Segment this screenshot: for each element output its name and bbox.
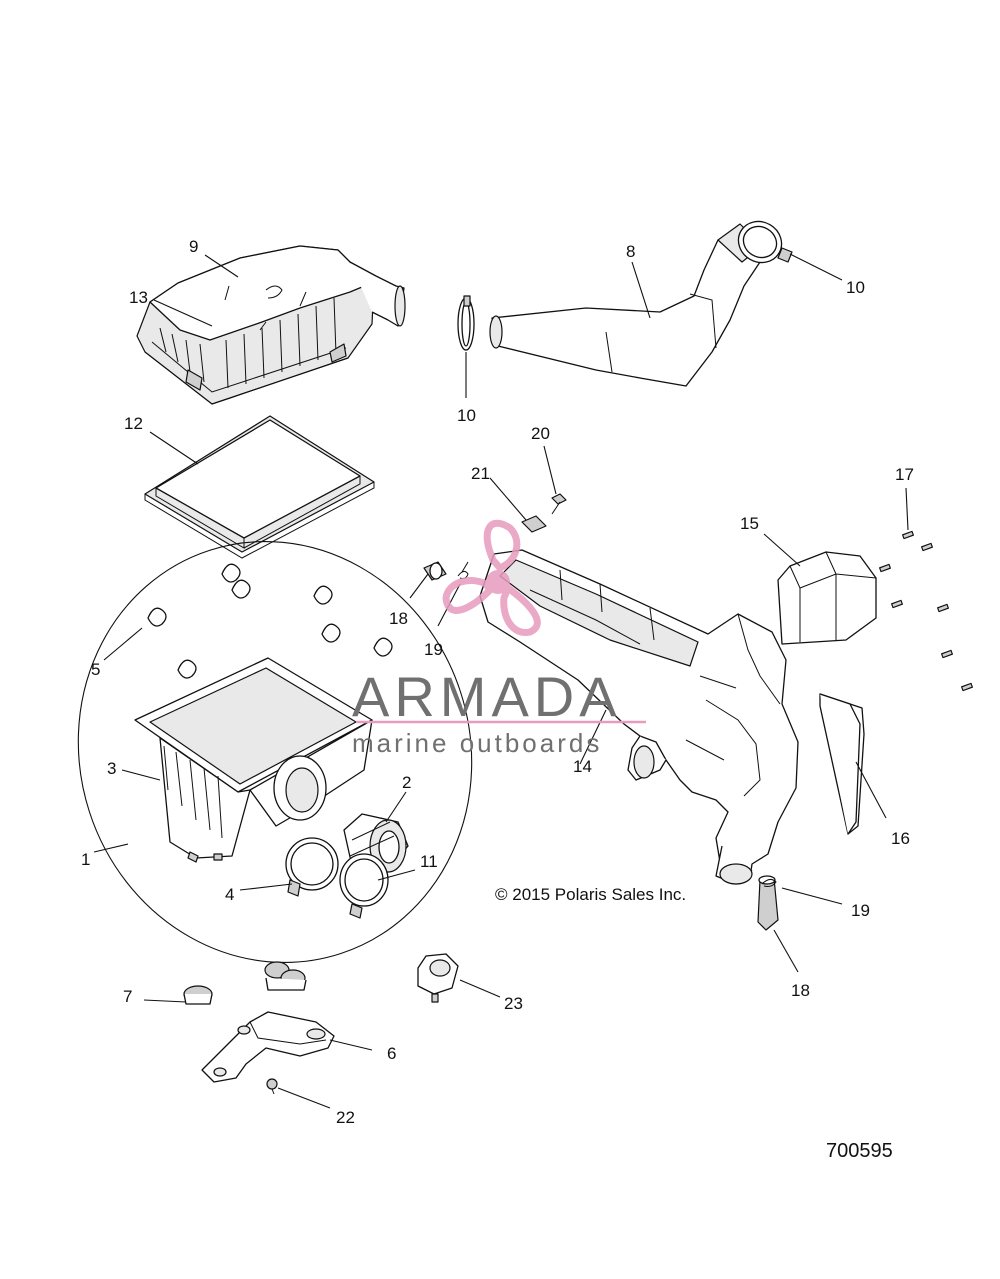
duct-clamps (457, 220, 793, 351)
callout-22: 22 (336, 1108, 355, 1127)
diagram-number: 700595 (826, 1140, 893, 1162)
screw-20 (551, 493, 567, 515)
airbox-base (134, 657, 373, 863)
callout-6: 6 (387, 1044, 396, 1063)
callout-19-upper: 19 (424, 640, 443, 659)
callout-19-lower: 19 (851, 901, 870, 920)
air-filter (144, 415, 375, 559)
callout-3: 3 (107, 759, 116, 778)
clip-19-upper (457, 561, 469, 579)
copyright-text: © 2015 Polaris Sales Inc. (495, 885, 686, 904)
filter-panel (819, 693, 865, 835)
nut-21 (521, 515, 547, 533)
fitting-18-upper (423, 561, 447, 581)
callout-23: 23 (504, 994, 523, 1013)
callout-2: 2 (402, 773, 411, 792)
callout-10-right: 10 (846, 278, 865, 297)
leader-lines (93, 253, 909, 1109)
callout-21: 21 (471, 464, 490, 483)
callout-13: 13 (129, 288, 148, 307)
callout-11: 11 (420, 852, 438, 871)
mount-23 (417, 953, 459, 1003)
filter-clips (147, 563, 393, 695)
screws-17 (879, 530, 973, 692)
rubber-grommets (183, 961, 307, 1005)
hose-clamps (285, 837, 389, 919)
airbox-kit-outline (77, 541, 473, 963)
callout-16: 16 (891, 829, 910, 848)
intake-plenum (479, 549, 799, 885)
callout-18-lower: 18 (791, 981, 810, 1000)
callout-7: 7 (123, 987, 132, 1006)
clip-19-lower (761, 878, 777, 887)
airbox-cover (136, 245, 406, 405)
watermark-brand: ARMADA (352, 665, 622, 728)
bracket-screw (266, 1078, 278, 1095)
callout-14: 14 (573, 757, 592, 776)
fitting-18-lower (757, 875, 779, 931)
callout-labels: 9 13 12 5 3 1 4 11 2 7 6 22 23 10 10 8 2… (81, 237, 914, 1127)
propeller-logo-icon (442, 519, 541, 636)
callout-20: 20 (531, 424, 550, 443)
callout-17: 17 (895, 465, 914, 484)
callout-10-left: 10 (457, 406, 476, 425)
pre-filter-foam (777, 551, 877, 645)
callout-1: 1 (81, 850, 90, 869)
callout-8: 8 (626, 242, 635, 261)
mounting-bracket (201, 1011, 335, 1083)
callout-4: 4 (225, 885, 234, 904)
watermark-tagline: marine outboards (352, 728, 602, 758)
callout-18-upper: 18 (389, 609, 408, 628)
callout-15: 15 (740, 514, 759, 533)
callout-12: 12 (124, 414, 143, 433)
callout-5: 5 (91, 660, 100, 679)
callout-9: 9 (189, 237, 198, 256)
